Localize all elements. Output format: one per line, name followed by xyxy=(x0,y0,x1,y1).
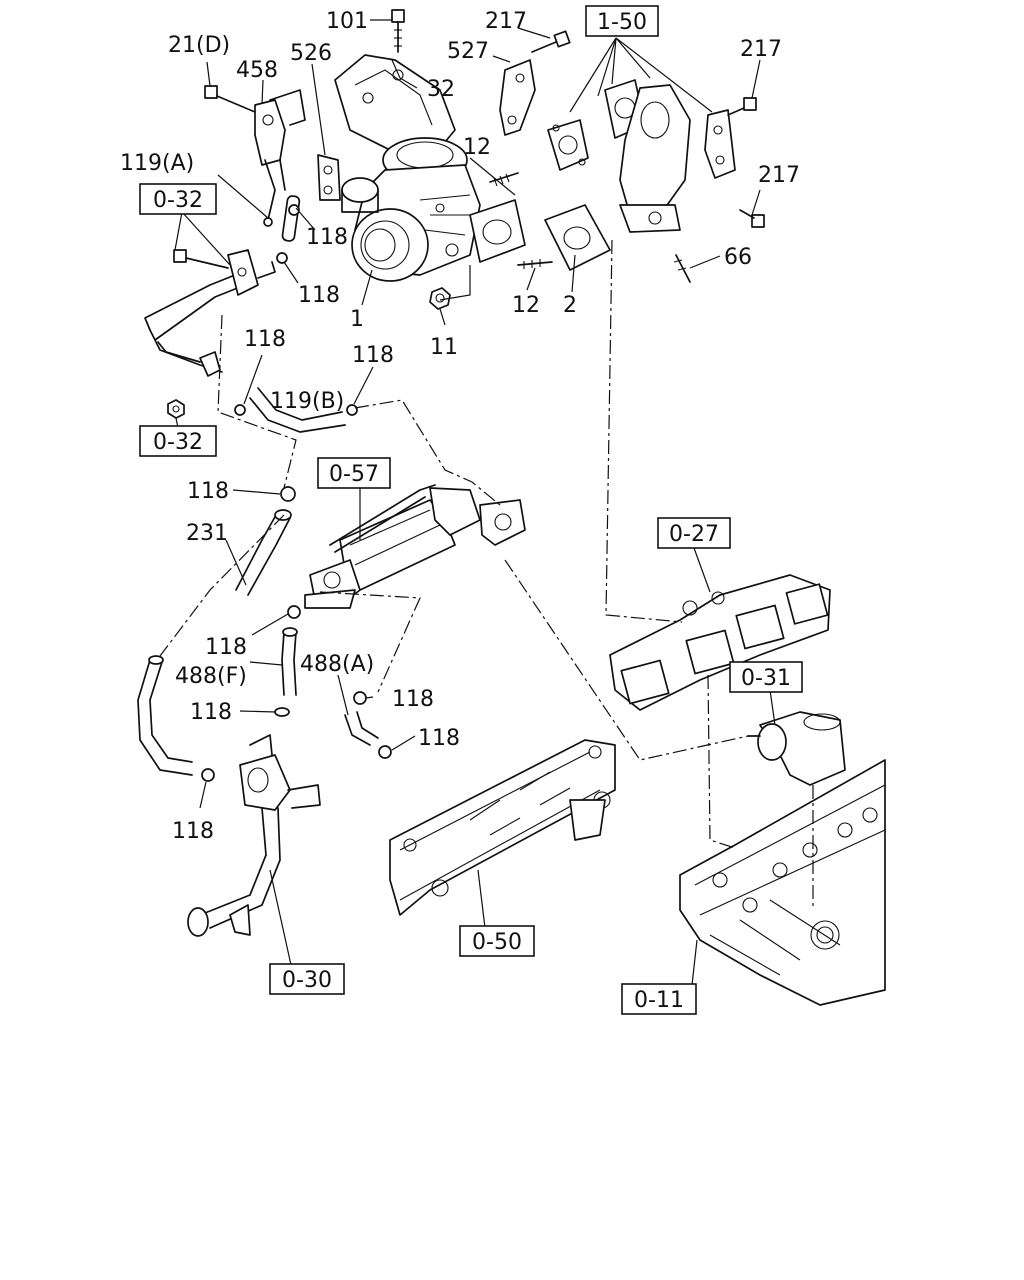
exhaust-manifold-0-27 xyxy=(609,574,831,711)
ref-0-50: 0-50 xyxy=(459,925,535,957)
leader-lines xyxy=(174,19,776,986)
ref-0-31: 0-31 xyxy=(729,661,803,693)
callout-1: 1 xyxy=(350,307,364,332)
svg-text:0-50: 0-50 xyxy=(472,930,522,955)
callout-labels: 101 217 21(D) 458 526 527 32 217 217 119… xyxy=(120,9,800,844)
callout-118-upper-2: 118 xyxy=(298,283,340,308)
callout-12-lower: 12 xyxy=(512,293,540,318)
intake-manifold-0-50 xyxy=(389,739,616,916)
callout-118-a: 118 xyxy=(392,687,434,712)
bolt-217-top xyxy=(531,30,571,53)
callout-12-upper: 12 xyxy=(463,135,491,160)
ref-0-11: 0-11 xyxy=(621,983,697,1015)
callout-21d: 21(D) xyxy=(168,33,230,58)
hose-488a xyxy=(344,691,392,759)
hose-119b xyxy=(234,387,358,433)
assembly-connector-lines xyxy=(159,239,814,910)
nut-11 xyxy=(429,287,451,310)
callout-217-top: 217 xyxy=(485,9,527,34)
callout-527: 527 xyxy=(447,39,489,64)
gasket-2 xyxy=(544,204,611,271)
ref-0-32-bottom: 0-32 xyxy=(139,425,217,457)
thermostat-housing-0-31 xyxy=(747,711,846,786)
callout-118-upper: 118 xyxy=(306,225,348,250)
ref-0-57: 0-57 xyxy=(317,457,391,489)
oil-return-pipe xyxy=(144,249,276,377)
ref-0-27: 0-27 xyxy=(657,517,731,549)
callout-118-lower: 118 xyxy=(205,635,247,660)
callout-217-lower: 217 xyxy=(758,163,800,188)
callout-118-left: 118 xyxy=(244,327,286,352)
egr-cooler-0-57 xyxy=(304,484,526,609)
svg-text:1-50: 1-50 xyxy=(597,10,647,35)
callout-118-mid: 118 xyxy=(187,479,229,504)
coolant-hose-lower xyxy=(137,655,215,782)
cylinder-head-0-11 xyxy=(679,759,886,1006)
callout-488f: 488(F) xyxy=(175,664,247,689)
reference-boxes: 1-50 0-32 0-32 0-57 0-27 0-31 0-50 0-30 xyxy=(139,5,803,1015)
turbocharger-1 xyxy=(341,137,481,282)
oil-pipe-458 xyxy=(204,85,306,221)
stud-12-lower xyxy=(517,259,553,269)
heat-shield-32 xyxy=(334,54,456,161)
callout-101: 101 xyxy=(326,9,368,34)
callout-118-d: 118 xyxy=(172,819,214,844)
flange-gasket-left xyxy=(547,119,589,171)
svg-text:0-30: 0-30 xyxy=(282,968,332,993)
callout-118-c: 118 xyxy=(418,726,460,751)
callout-66: 66 xyxy=(724,245,752,270)
bracket-right xyxy=(704,109,736,179)
callout-217-right: 217 xyxy=(740,37,782,62)
water-pipe-0-30 xyxy=(187,734,321,937)
bolt-217-right xyxy=(727,97,757,116)
clamp-118-middle xyxy=(280,486,296,502)
stud-12-upper xyxy=(489,172,519,187)
svg-text:0-11: 0-11 xyxy=(634,988,684,1013)
bolt-101 xyxy=(391,9,405,53)
svg-text:0-32: 0-32 xyxy=(153,430,203,455)
callout-488a: 488(A) xyxy=(300,652,374,677)
svg-text:0-31: 0-31 xyxy=(741,666,791,691)
callout-118-right: 118 xyxy=(352,343,394,368)
ref-1-50: 1-50 xyxy=(585,5,659,37)
ref-0-30: 0-30 xyxy=(269,963,345,995)
turbo-outlet-flange xyxy=(469,199,526,263)
ref-0-32-top: 0-32 xyxy=(139,183,217,215)
bolt-0-32-top xyxy=(173,249,229,269)
callout-119b: 119(B) xyxy=(270,389,344,414)
bolt-217-lower xyxy=(739,209,765,228)
hose-231 xyxy=(235,509,292,596)
callout-458: 458 xyxy=(236,58,278,83)
svg-text:0-57: 0-57 xyxy=(329,462,379,487)
bracket-527 xyxy=(499,59,536,136)
callout-32: 32 xyxy=(427,77,455,102)
exhaust-adapter-1-50 xyxy=(604,79,691,233)
hose-clamps-upper xyxy=(263,195,301,264)
callout-526: 526 xyxy=(290,41,332,66)
callout-11: 11 xyxy=(430,335,458,360)
callout-2: 2 xyxy=(563,293,577,318)
callout-231: 231 xyxy=(186,521,228,546)
svg-text:0-27: 0-27 xyxy=(669,522,719,547)
svg-text:0-32: 0-32 xyxy=(153,188,203,213)
callout-119a: 119(A) xyxy=(120,151,194,176)
hose-488f xyxy=(274,605,301,717)
stud-66 xyxy=(673,254,691,283)
bracket-526 xyxy=(317,154,341,201)
nut-0-32-bottom xyxy=(167,399,185,419)
callout-118-b: 118 xyxy=(190,700,232,725)
